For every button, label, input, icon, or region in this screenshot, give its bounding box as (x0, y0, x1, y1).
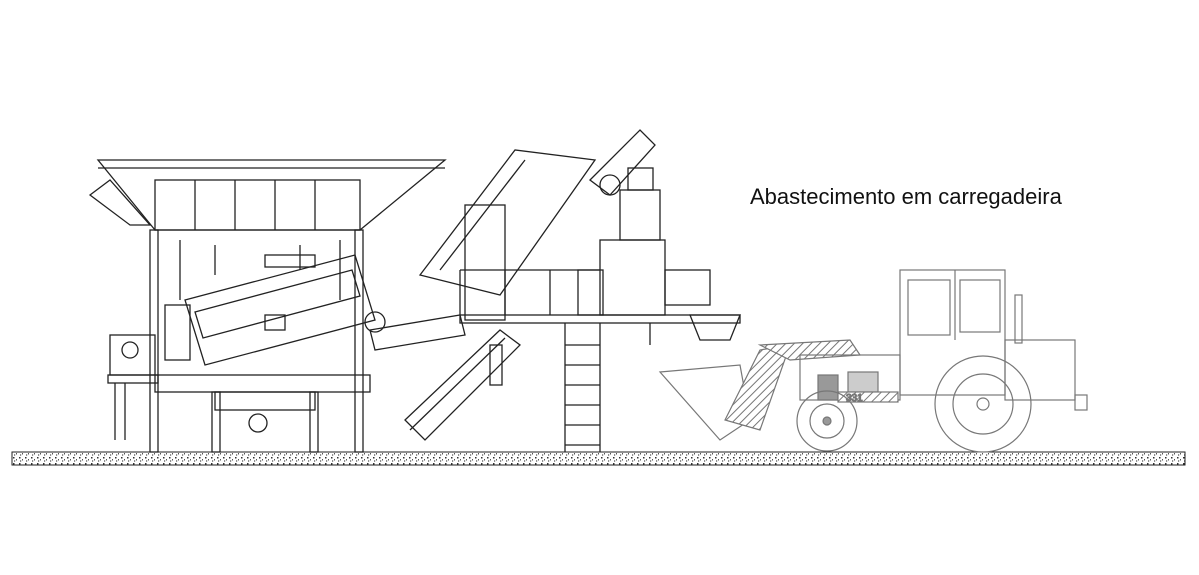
vibrating-screen (164, 254, 386, 366)
inclined-conveyor (418, 129, 656, 321)
power-unit (107, 334, 159, 440)
loader-number: 331 (846, 393, 863, 404)
diagram-caption: Abastecimento em carregadeira (750, 184, 1062, 209)
wheel-loader: 331 (658, 269, 1088, 453)
ground-strip (11, 451, 1186, 466)
support-frame (149, 229, 371, 453)
transfer-conveyor (369, 314, 521, 441)
feed-hopper (88, 159, 447, 300)
mixer-unit (577, 167, 741, 345)
